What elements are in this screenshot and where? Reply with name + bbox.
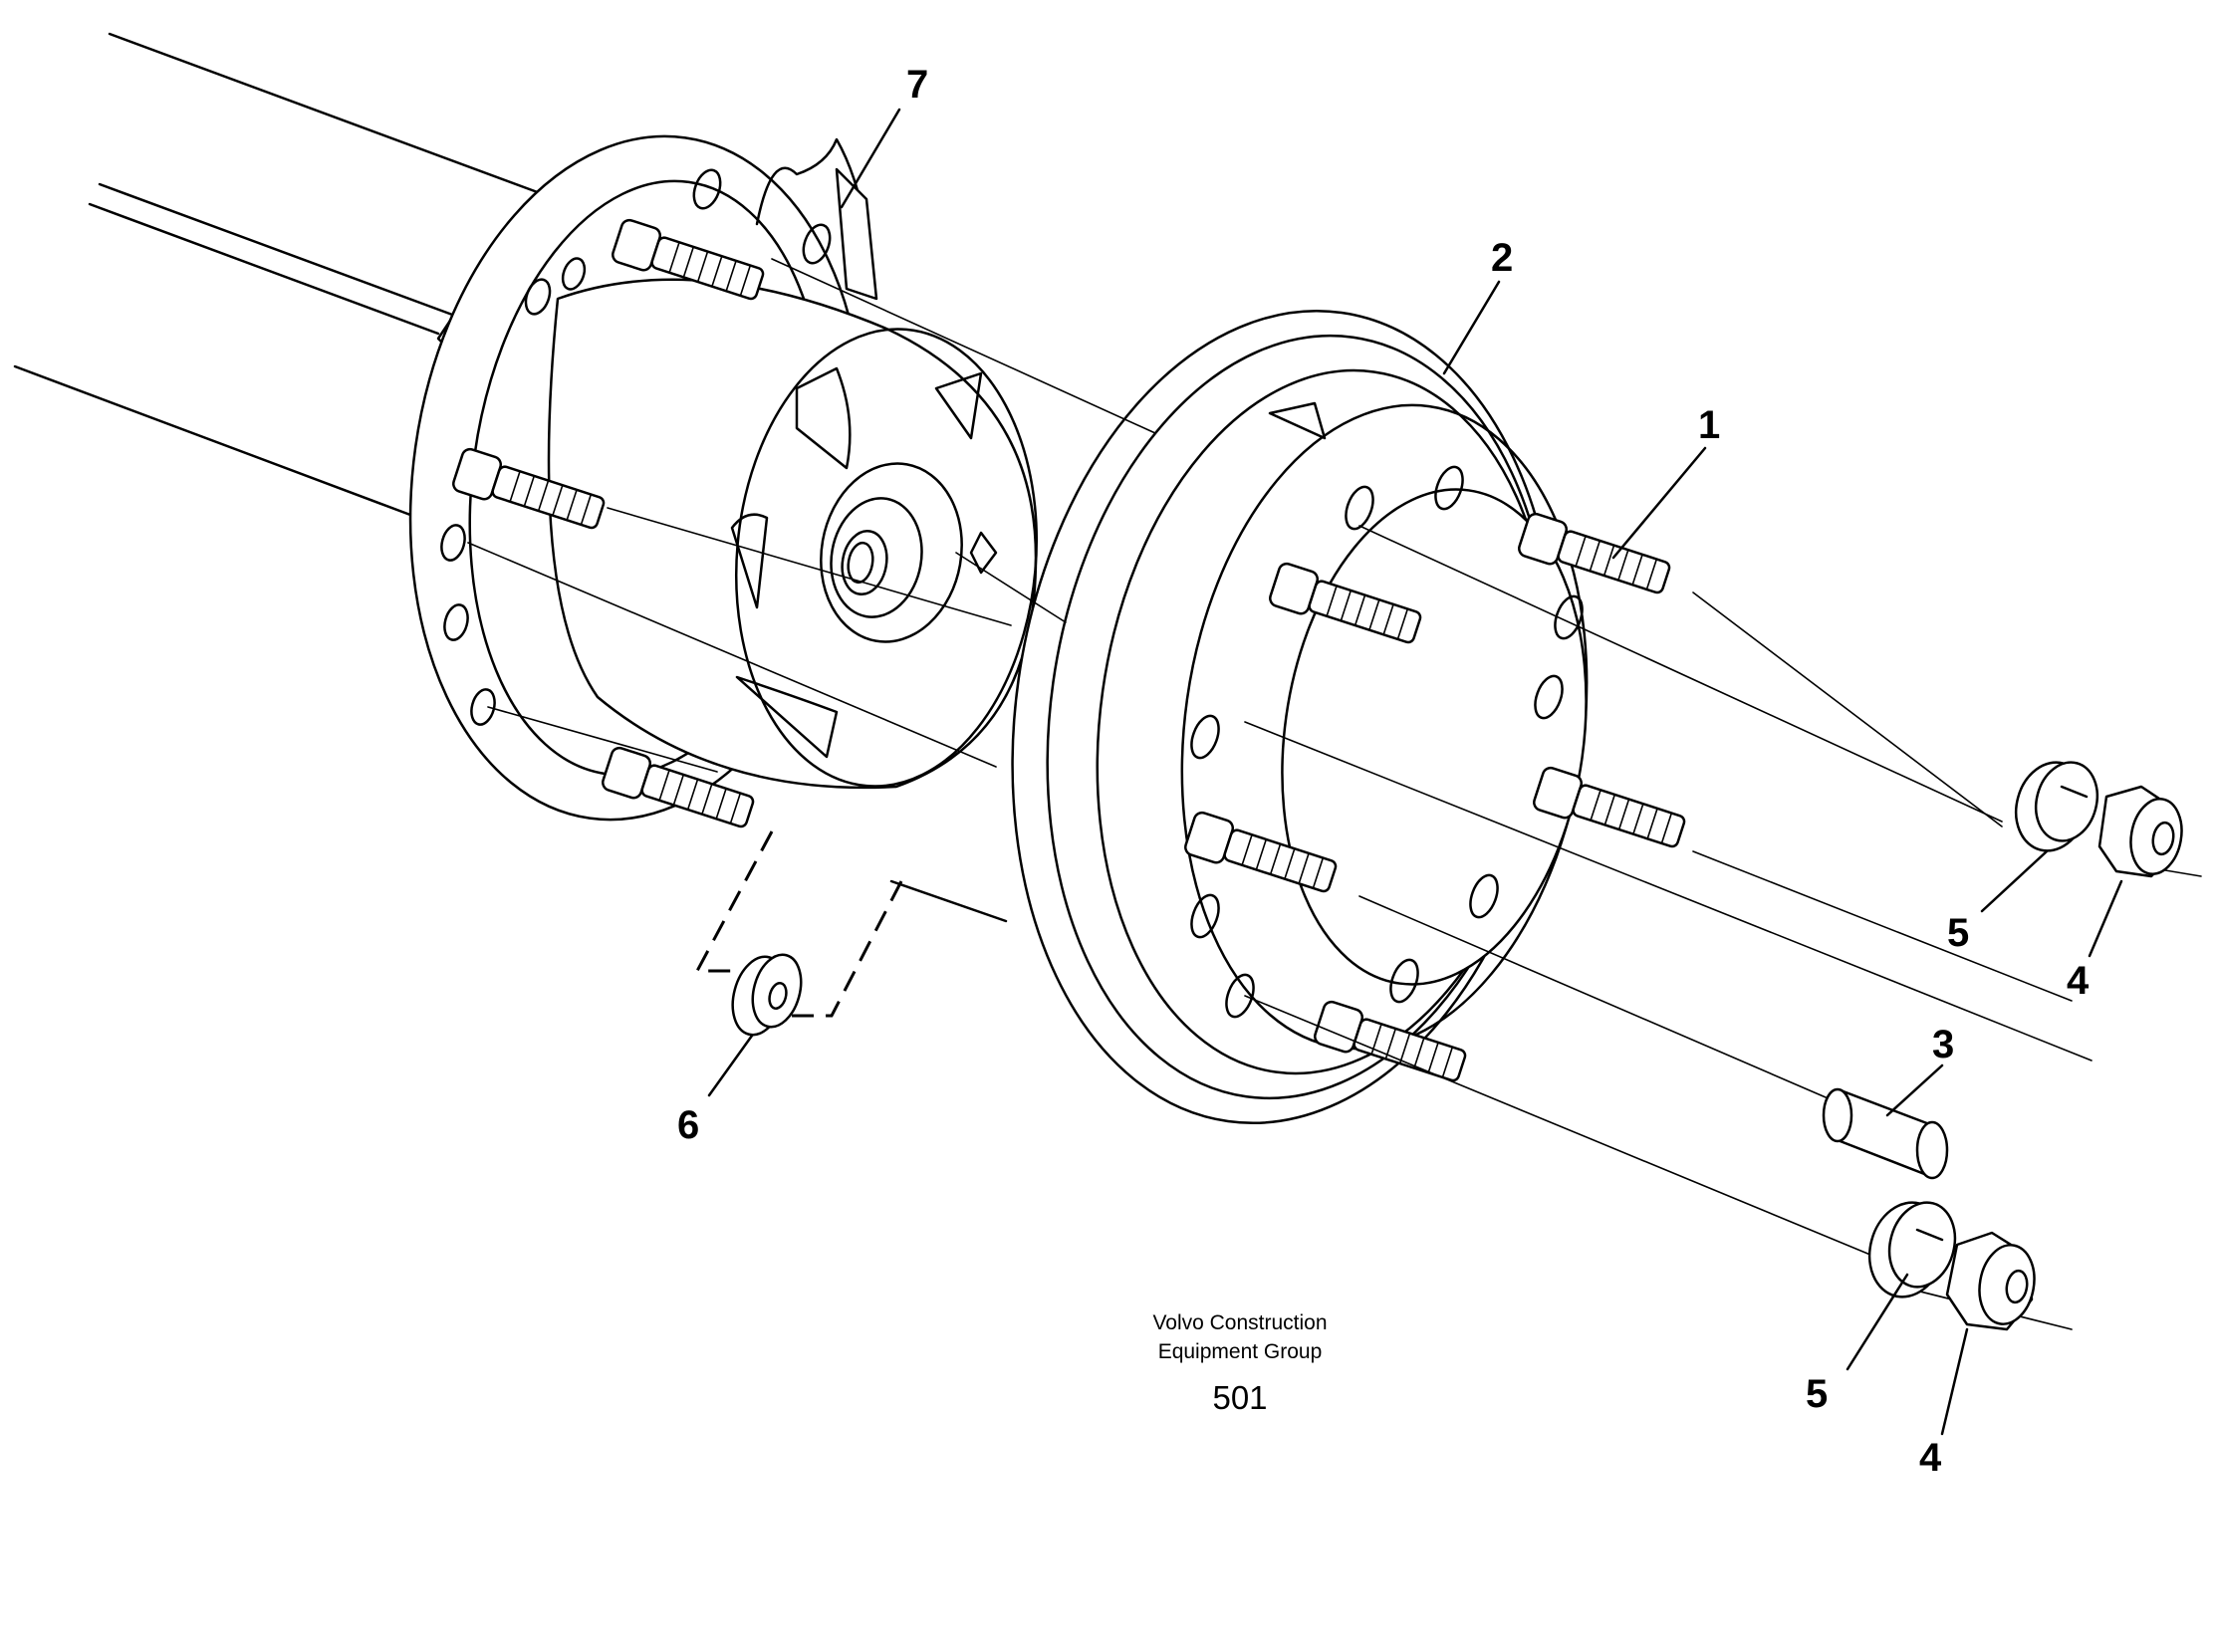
assembly-lines bbox=[467, 258, 2202, 1330]
callout-5-lower: 5 bbox=[1806, 1372, 1828, 1416]
callout-7: 7 bbox=[906, 63, 928, 107]
washer-6-dashes bbox=[694, 830, 903, 1018]
brake-drum bbox=[1011, 310, 1589, 1124]
callout-2: 2 bbox=[1491, 236, 1513, 280]
footer-line-2: Equipment Group bbox=[1158, 1340, 1323, 1363]
page-number: 501 bbox=[1212, 1379, 1267, 1416]
nut-4-upper bbox=[2097, 785, 2183, 878]
inner-hub-studs bbox=[452, 218, 765, 828]
nut-4-lower bbox=[1945, 1231, 2036, 1331]
callout-4-lower: 4 bbox=[1919, 1436, 1942, 1480]
callout-3: 3 bbox=[1932, 1023, 1954, 1066]
callout-1: 1 bbox=[1698, 403, 1720, 447]
callout-4-upper: 4 bbox=[2067, 959, 2090, 1003]
pin-3 bbox=[1822, 1087, 1949, 1180]
footer-line-1: Volvo Construction bbox=[1152, 1311, 1327, 1334]
callout-5-upper: 5 bbox=[1947, 911, 1969, 955]
leader-lines bbox=[707, 108, 2123, 1436]
lockwasher-5-upper bbox=[2014, 761, 2099, 852]
washer-6 bbox=[731, 953, 803, 1037]
callout-numbers: 7 2 1 3 5 4 5 4 6 bbox=[677, 63, 2090, 1480]
lockwasher-5-lower bbox=[1867, 1201, 1957, 1298]
callout-6: 6 bbox=[677, 1103, 699, 1147]
inner-hub-flange bbox=[408, 134, 1039, 822]
footer-caption: Volvo Construction Equipment Group 501 bbox=[1152, 1311, 1327, 1416]
